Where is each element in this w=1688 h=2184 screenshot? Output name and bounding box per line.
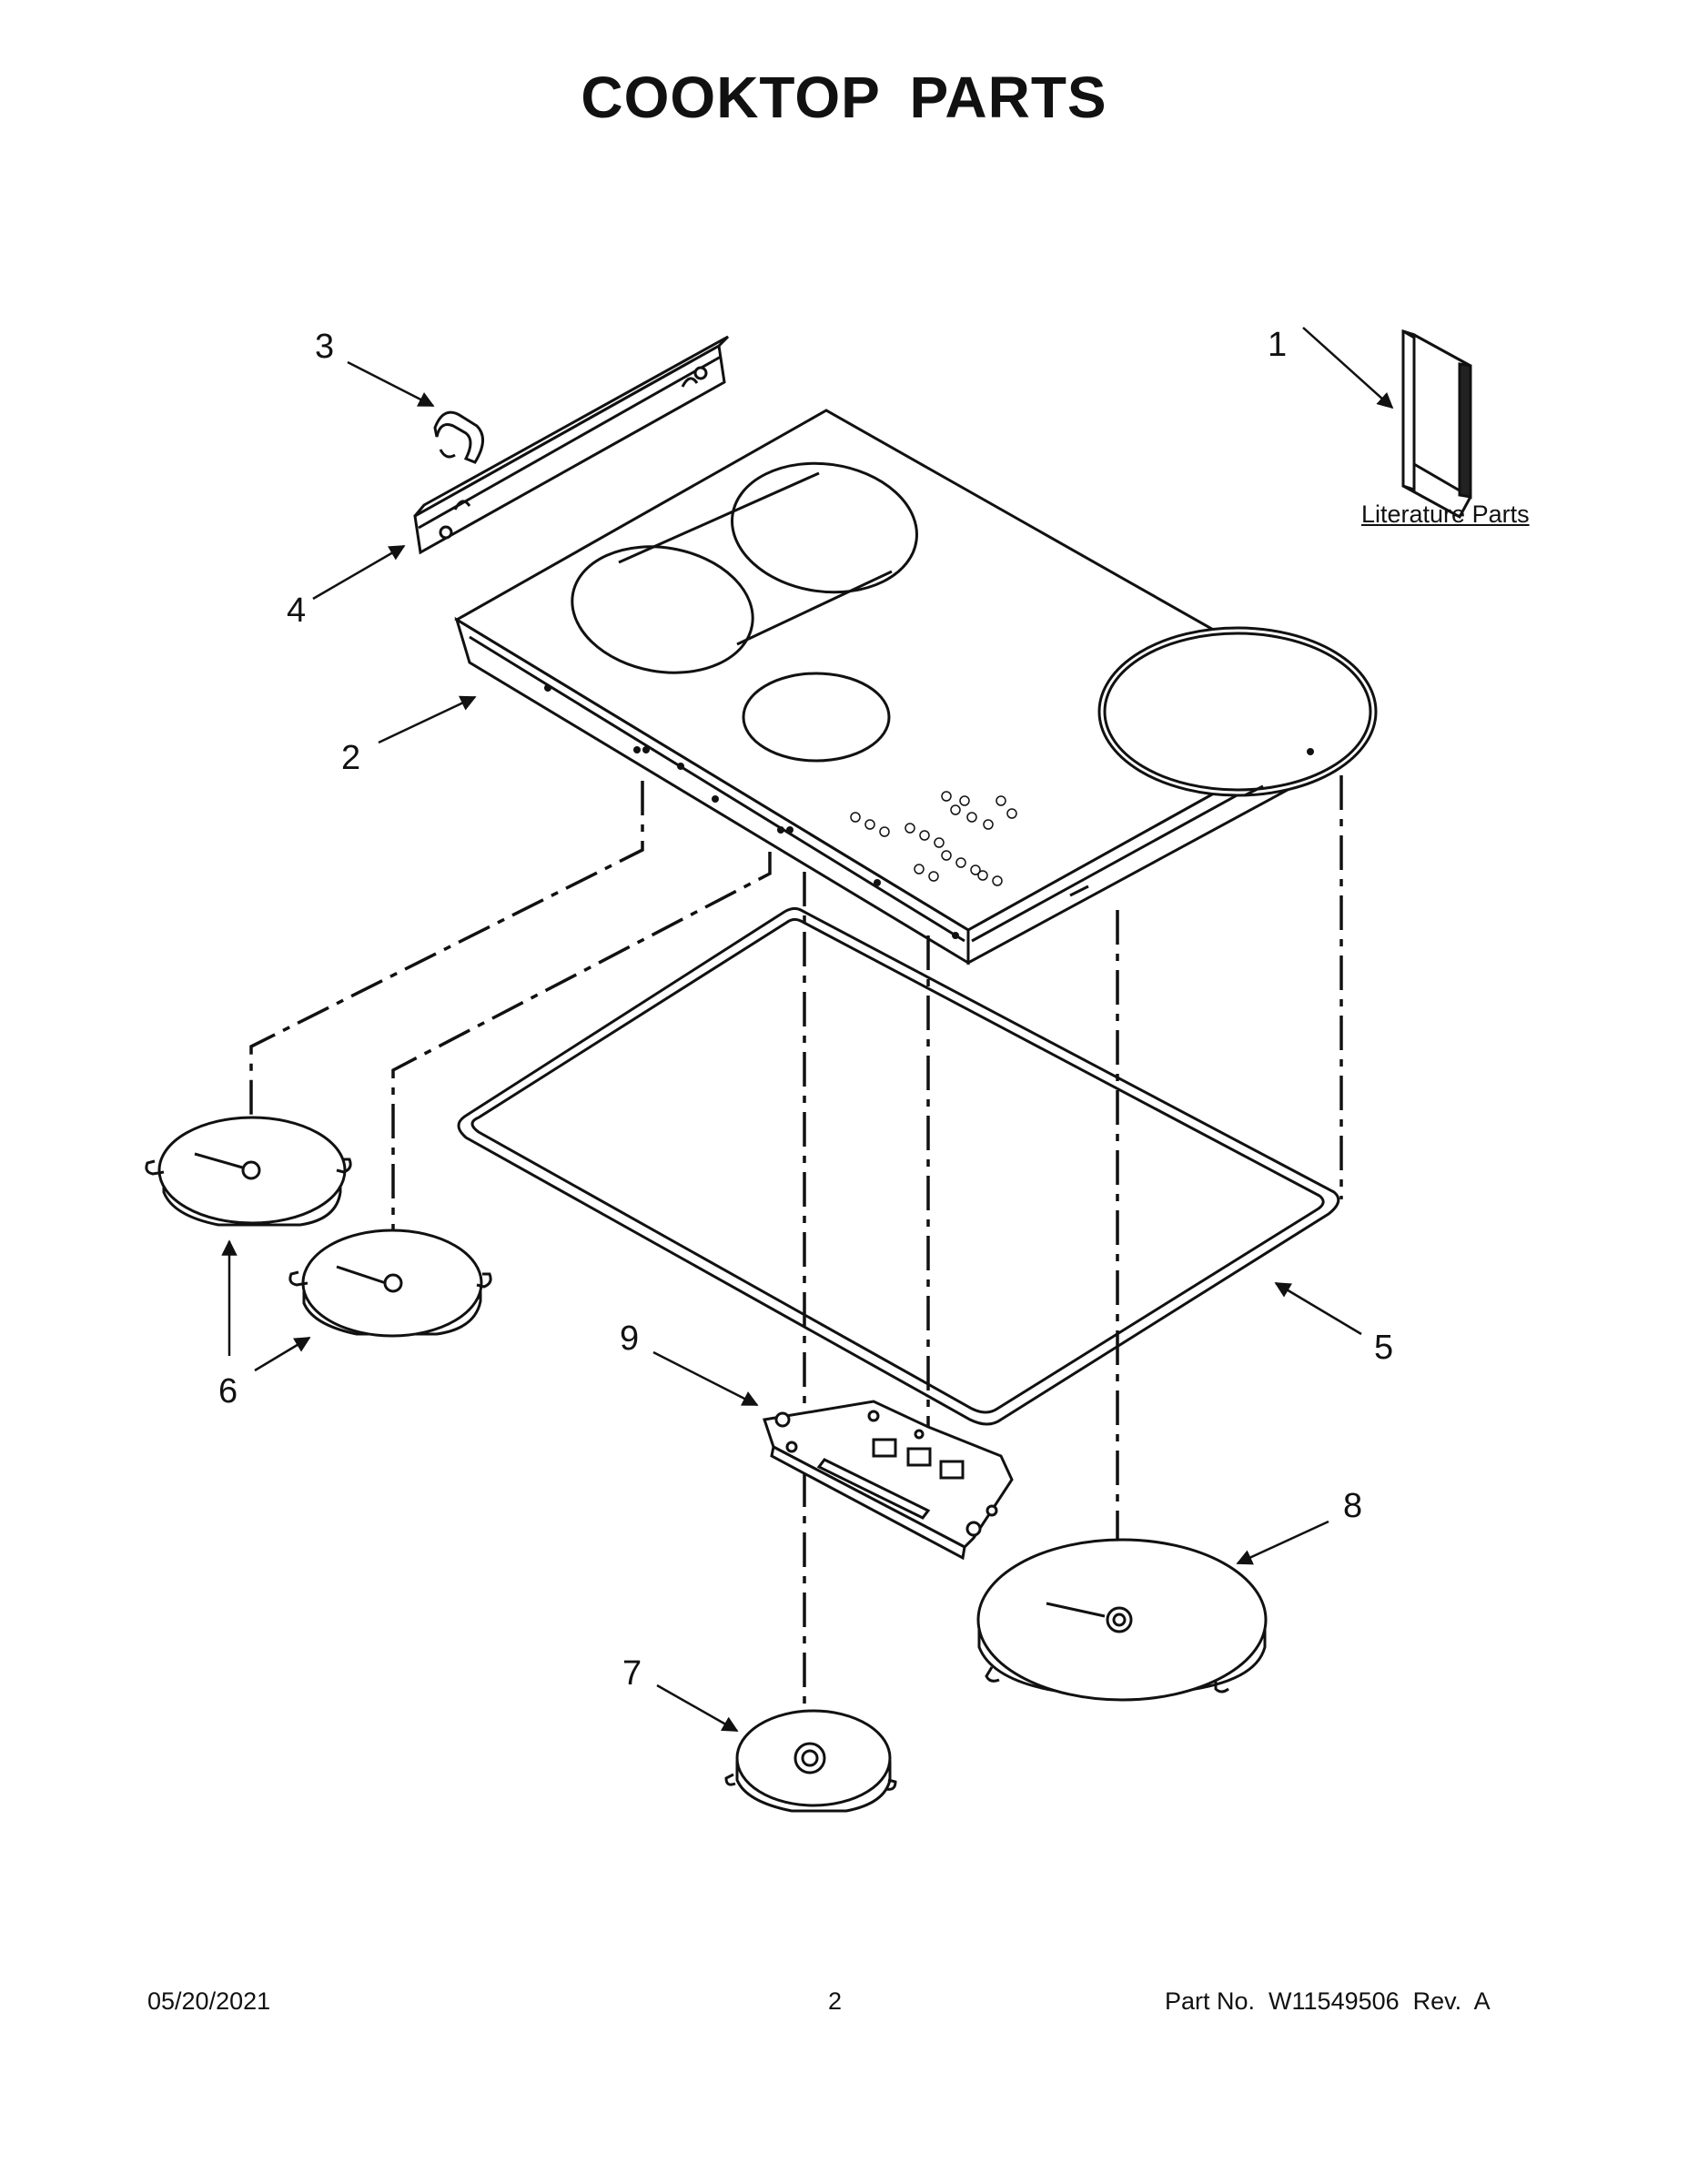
alignment-lines [249,775,1343,1756]
wire-clip-part [433,410,484,464]
callout-1: 1 [1268,326,1288,364]
mounting-bracket-part [413,335,730,555]
literature-booklet-part [1401,329,1472,520]
callout-arrows [221,327,1394,1733]
surface-element-6b [288,1228,492,1338]
callout-6: 6 [218,1372,238,1410]
footer-part-number: Part No. W11549506 Rev. A [1165,1987,1491,2015]
callout-5: 5 [1374,1329,1394,1367]
callout-9: 9 [620,1320,640,1358]
control-board-part [763,1400,1014,1561]
surface-element-8 [976,1538,1268,1702]
cooktop-glass-part [454,409,1378,966]
footer-page-number: 2 [828,1987,843,2015]
page-title: COOKTOP PARTS [581,65,1107,130]
gasket-part [457,906,1340,1426]
surface-element-7 [724,1709,897,1813]
literature-parts-label[interactable]: Literature Parts [1361,500,1530,528]
callout-3: 3 [315,328,335,366]
surface-element-6a [145,1116,352,1227]
callout-2: 2 [341,739,361,777]
callout-7: 7 [622,1654,642,1693]
callout-8: 8 [1343,1487,1363,1525]
callout-4: 4 [287,592,307,630]
footer-date: 05/20/2021 [147,1987,271,2015]
